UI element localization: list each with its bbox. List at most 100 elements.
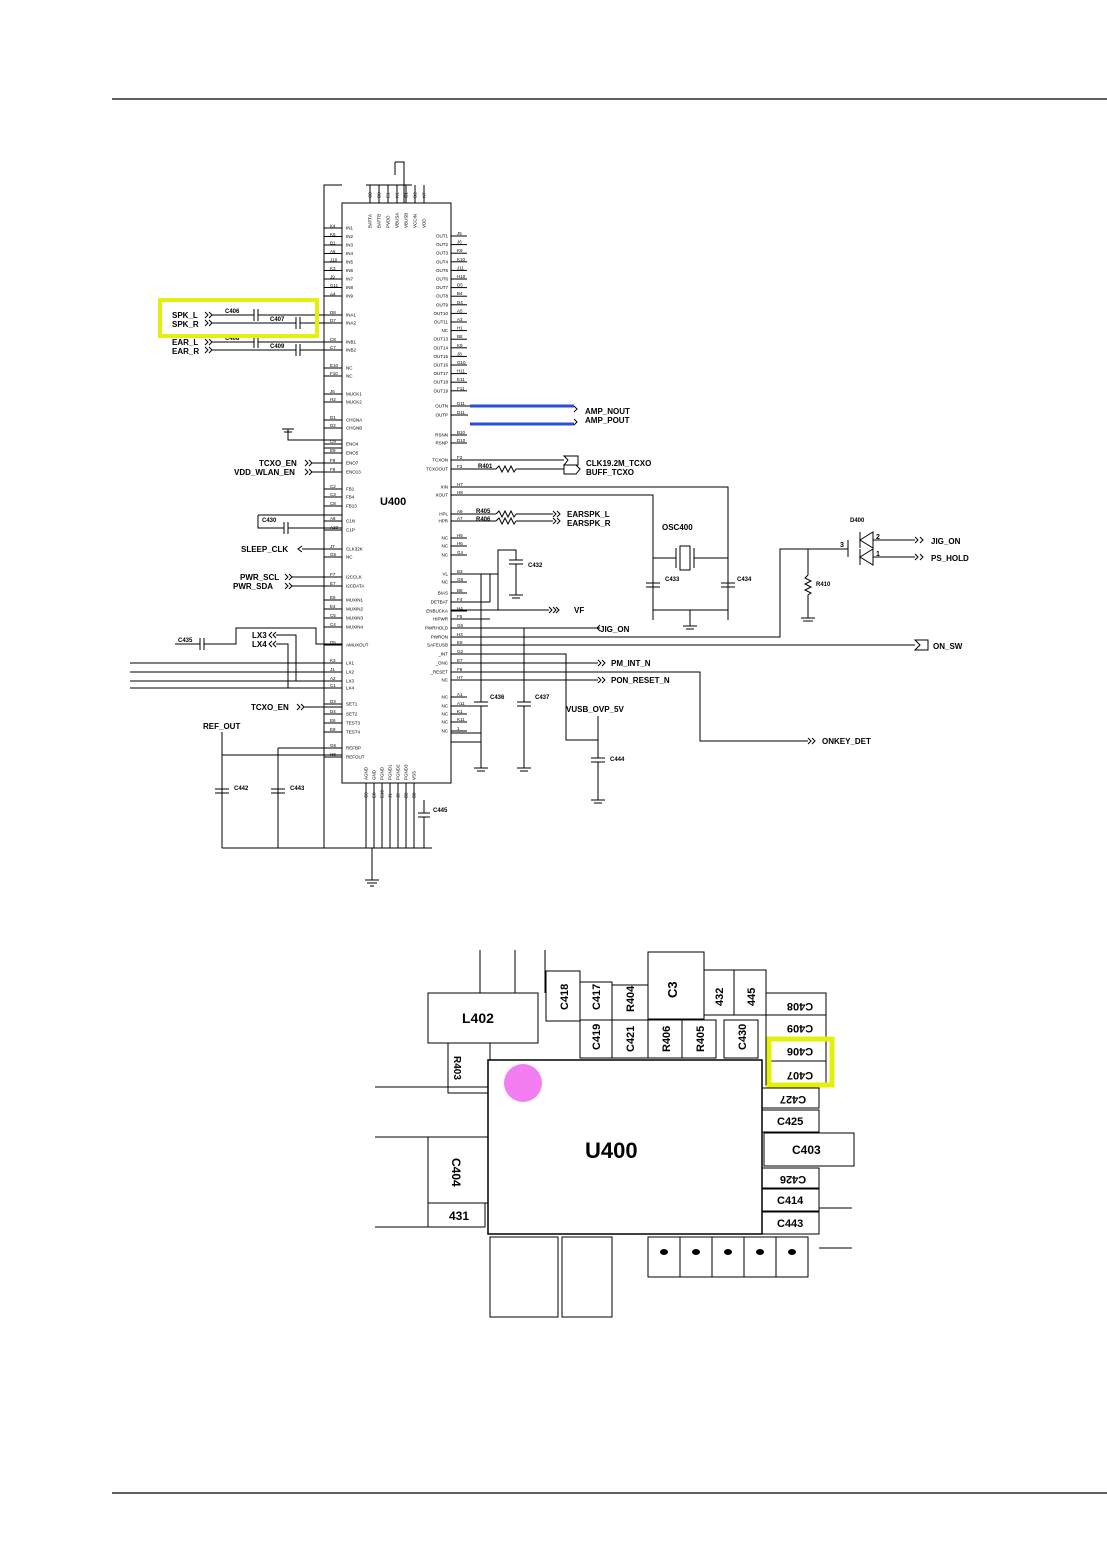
pin-number: D11 — [457, 401, 465, 406]
net-earspk-l: EARSPK_L — [567, 510, 610, 519]
net-lx4: LX4 — [252, 640, 267, 649]
pin-label-eno13: ENO13 — [346, 470, 361, 475]
pin-label-tcxoout: TCXOOUT — [426, 467, 448, 472]
highlight-box-spk — [158, 298, 319, 338]
pin-number: K4 — [330, 224, 336, 229]
pin-number: J11 — [457, 265, 464, 270]
pin-number: A8 — [330, 516, 336, 521]
pin-number: E4 — [330, 604, 336, 609]
pin-number: K9 — [457, 248, 463, 253]
pin-label-in7: IN7 — [346, 277, 354, 282]
pin-number: E7 — [330, 581, 336, 586]
pin-label-clk32k: CLK32K — [346, 547, 363, 552]
pin-number: B3 — [457, 569, 463, 574]
pin-number: A3 — [457, 317, 463, 322]
pin-number: J10 — [330, 258, 338, 263]
pin-number: G2 — [457, 649, 464, 654]
pin-label-muck2: MUCK2 — [346, 400, 362, 405]
pin-label-i2cdata: I2CDATA — [346, 584, 364, 589]
pin-label-pgnd1: PGND1 — [388, 764, 393, 780]
cap-c444: C444 — [610, 757, 625, 763]
pin-number: A5 — [457, 308, 463, 313]
pin-number: A7 — [457, 516, 463, 521]
pin-label-vccin: VCCIN — [413, 214, 418, 228]
net-onkey-det: ONKEY_DET — [822, 737, 871, 746]
pin-number: B8 — [457, 588, 463, 593]
pin-label-out18: OUT18 — [433, 380, 448, 385]
pin-number: H10 — [457, 274, 466, 279]
pin-number: J1 — [330, 667, 335, 672]
pcb-c403: C403 — [792, 1143, 821, 1157]
net-pon-reset-n: PON_RESET_N — [611, 676, 670, 685]
pin-label-out15: OUT15 — [433, 354, 448, 359]
net-buff-tcxo: BUFF_TCXO — [586, 468, 634, 477]
pin-label-lx1: LX1 — [346, 661, 355, 666]
pin-number: G6 — [330, 743, 337, 748]
pin-number: D11 — [457, 410, 465, 415]
pin-label-outp: OUTP — [435, 413, 448, 418]
pin-label-out16: OUT16 — [433, 363, 448, 368]
cap-c432: C432 — [528, 563, 543, 569]
pin-label-vdd: VDD — [422, 218, 427, 228]
net-vf: VF — [574, 606, 584, 615]
cap-c445: C445 — [433, 808, 448, 814]
pcb-c3: C3 — [665, 981, 680, 998]
pin-number: C1 — [330, 683, 336, 688]
pin-number: K10 — [457, 257, 466, 262]
pin-label-out5: OUT5 — [436, 268, 448, 273]
layout-view: C418 C417 R404 C3 432 445 C419 C421 R406… — [375, 950, 855, 1318]
pin-label-out2: OUT2 — [436, 242, 448, 247]
pcb-pin1-marker — [504, 1064, 542, 1102]
pin-label-muxin4: MUXIN4 — [346, 625, 363, 630]
highlight-box-pcb — [766, 1036, 835, 1088]
pin-label-nc: NC — [442, 695, 449, 700]
pin-label-pvdd: PVDD — [386, 215, 391, 228]
pin-number: J9 — [330, 275, 335, 280]
pcb-431: 431 — [449, 1209, 469, 1223]
pin-number: F8 — [330, 467, 336, 472]
pin-number: C5 — [330, 613, 336, 618]
pin-label-inb1: INB1 — [346, 340, 357, 345]
pin-number: H5 — [457, 533, 463, 538]
pin-label-nc: NC — [442, 704, 449, 709]
pin-label-nc: NC — [442, 536, 449, 541]
cap-c409: C409 — [270, 344, 285, 350]
res-r401: R401 — [478, 464, 493, 470]
pin-number: A9 — [457, 509, 463, 514]
pcb-r403: R403 — [451, 1056, 462, 1080]
pin-label-pgnd2: PGND2 — [396, 764, 401, 780]
pin-label-rsnp: RSNP — [435, 441, 448, 446]
pin-number: G10 — [457, 360, 466, 365]
net-ear-l: EAR_L — [172, 338, 198, 347]
pin-number: K5 — [330, 232, 336, 237]
pcb-r406: R406 — [661, 1026, 673, 1052]
pin-label-detbat: DETBAT — [431, 600, 449, 605]
net-vusb-ovp: VUSB_OVP_5V — [566, 705, 624, 714]
pin-number: K11 — [457, 717, 465, 722]
net-earspk-r: EARSPK_R — [567, 519, 611, 528]
pin-label-out7: OUT7 — [436, 285, 448, 290]
pin-number: A1 — [457, 692, 463, 697]
pin-number: C8 — [330, 337, 336, 342]
pin-label-inb2: INB2 — [346, 348, 357, 353]
pin-label-in6: IN6 — [346, 268, 354, 273]
pin-label-nc: NC — [442, 544, 449, 549]
pin-label-out14: OUT14 — [433, 345, 448, 350]
pin-label-ina2: INA2 — [346, 321, 357, 326]
pcb-c414: C414 — [777, 1195, 804, 1207]
cap-c430: C430 — [262, 518, 277, 524]
pin-number: B4 — [457, 291, 463, 296]
pin-label-pgnd3: PGND3 — [404, 764, 409, 780]
pin-number: J8 — [457, 351, 462, 356]
pin-number: H3 — [457, 632, 463, 637]
pcb-l402: L402 — [462, 1010, 494, 1026]
pcb-c409: C409 — [787, 1022, 813, 1034]
pin-label-out13: OUT13 — [433, 337, 448, 342]
pin-label-bias: BIAS — [438, 591, 448, 596]
pin-label-muxin3: MUXIN3 — [346, 616, 363, 621]
diode-pin-1: 1 — [876, 551, 880, 558]
pin-label-eno4: ENO4 — [346, 442, 359, 447]
pin-number: A4 — [330, 292, 336, 297]
net-lx3: LX3 — [252, 631, 267, 640]
cap-c442: C442 — [234, 786, 249, 792]
